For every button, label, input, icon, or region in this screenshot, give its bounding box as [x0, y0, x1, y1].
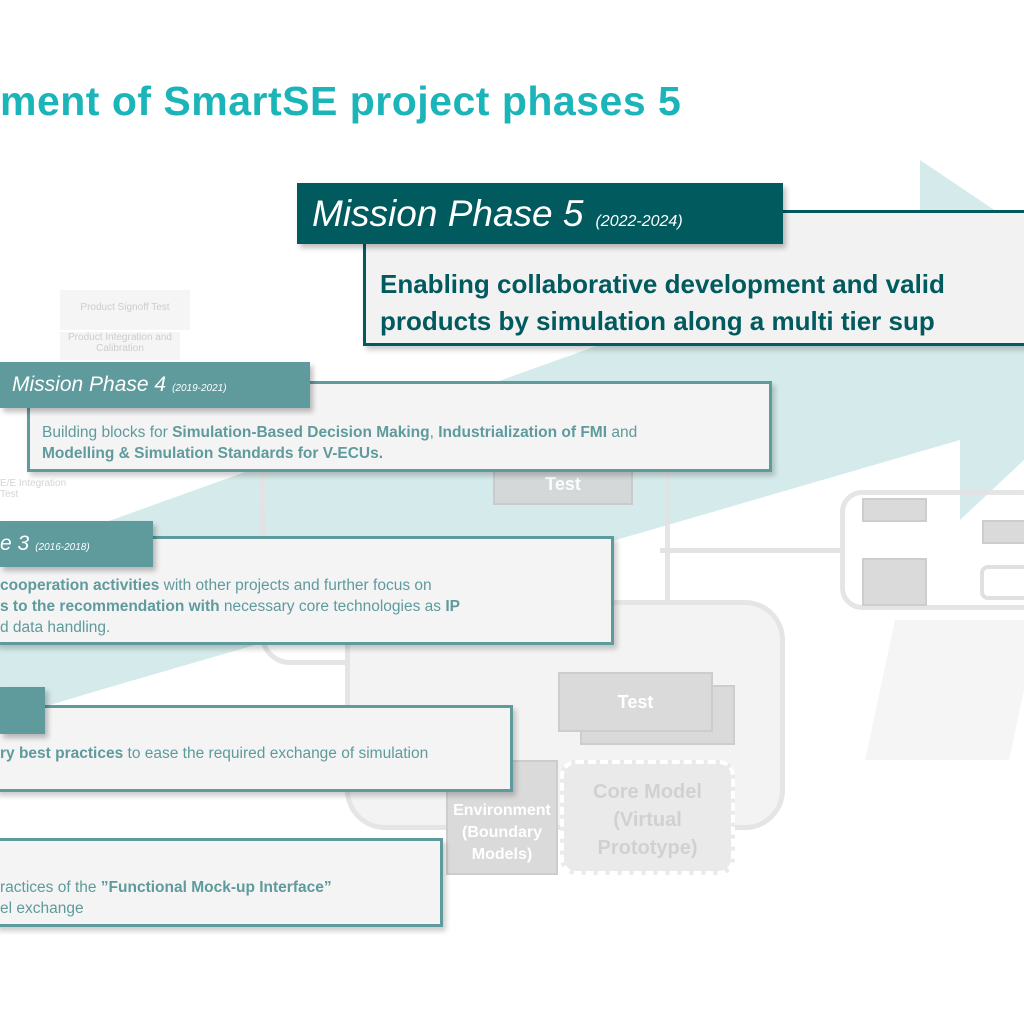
phase3-years: (2016-2018) [35, 542, 90, 553]
phase5-description: Enabling collaborative development and v… [380, 266, 945, 340]
phase2-header [0, 687, 45, 734]
phase5-years: (2022-2024) [595, 213, 683, 230]
phase2-card [0, 705, 513, 792]
phase4-header: Mission Phase 4 (2019-2021) [0, 362, 310, 408]
phase5-header: Mission Phase 5 (2022-2024) [297, 183, 783, 244]
phase4-description: Building blocks for Simulation-Based Dec… [42, 424, 638, 462]
phase3-title: e 3 [0, 532, 30, 555]
diagram-label: E/E Integration Test [0, 478, 67, 500]
phase1-description: ractices of the ”Functional Mock-up Inte… [0, 879, 332, 917]
diagram-box: Test [558, 672, 713, 732]
page-title: ment of SmartSE project phases 5 [0, 78, 682, 124]
diagram-label: Product Integration and Calibration [60, 332, 180, 360]
diagram-label: Product Signoff Test [60, 290, 190, 330]
phase2-description: ry best practices to ease the required e… [0, 745, 429, 762]
phase5-title: Mission Phase 5 [312, 193, 584, 234]
diagram-box: Core Model (Virtual Prototype) [560, 760, 735, 875]
phase5-line: Enabling collaborative development and v… [380, 269, 945, 299]
phase5-line: products by simulation along a multi tie… [380, 306, 935, 336]
phase4-title: Mission Phase 4 [12, 373, 167, 396]
phase3-header: e 3 (2016-2018) [0, 521, 153, 567]
phase4-years: (2019-2021) [172, 383, 227, 394]
phase3-description: cooperation activities with other projec… [0, 577, 460, 636]
phase1-card [0, 838, 443, 927]
